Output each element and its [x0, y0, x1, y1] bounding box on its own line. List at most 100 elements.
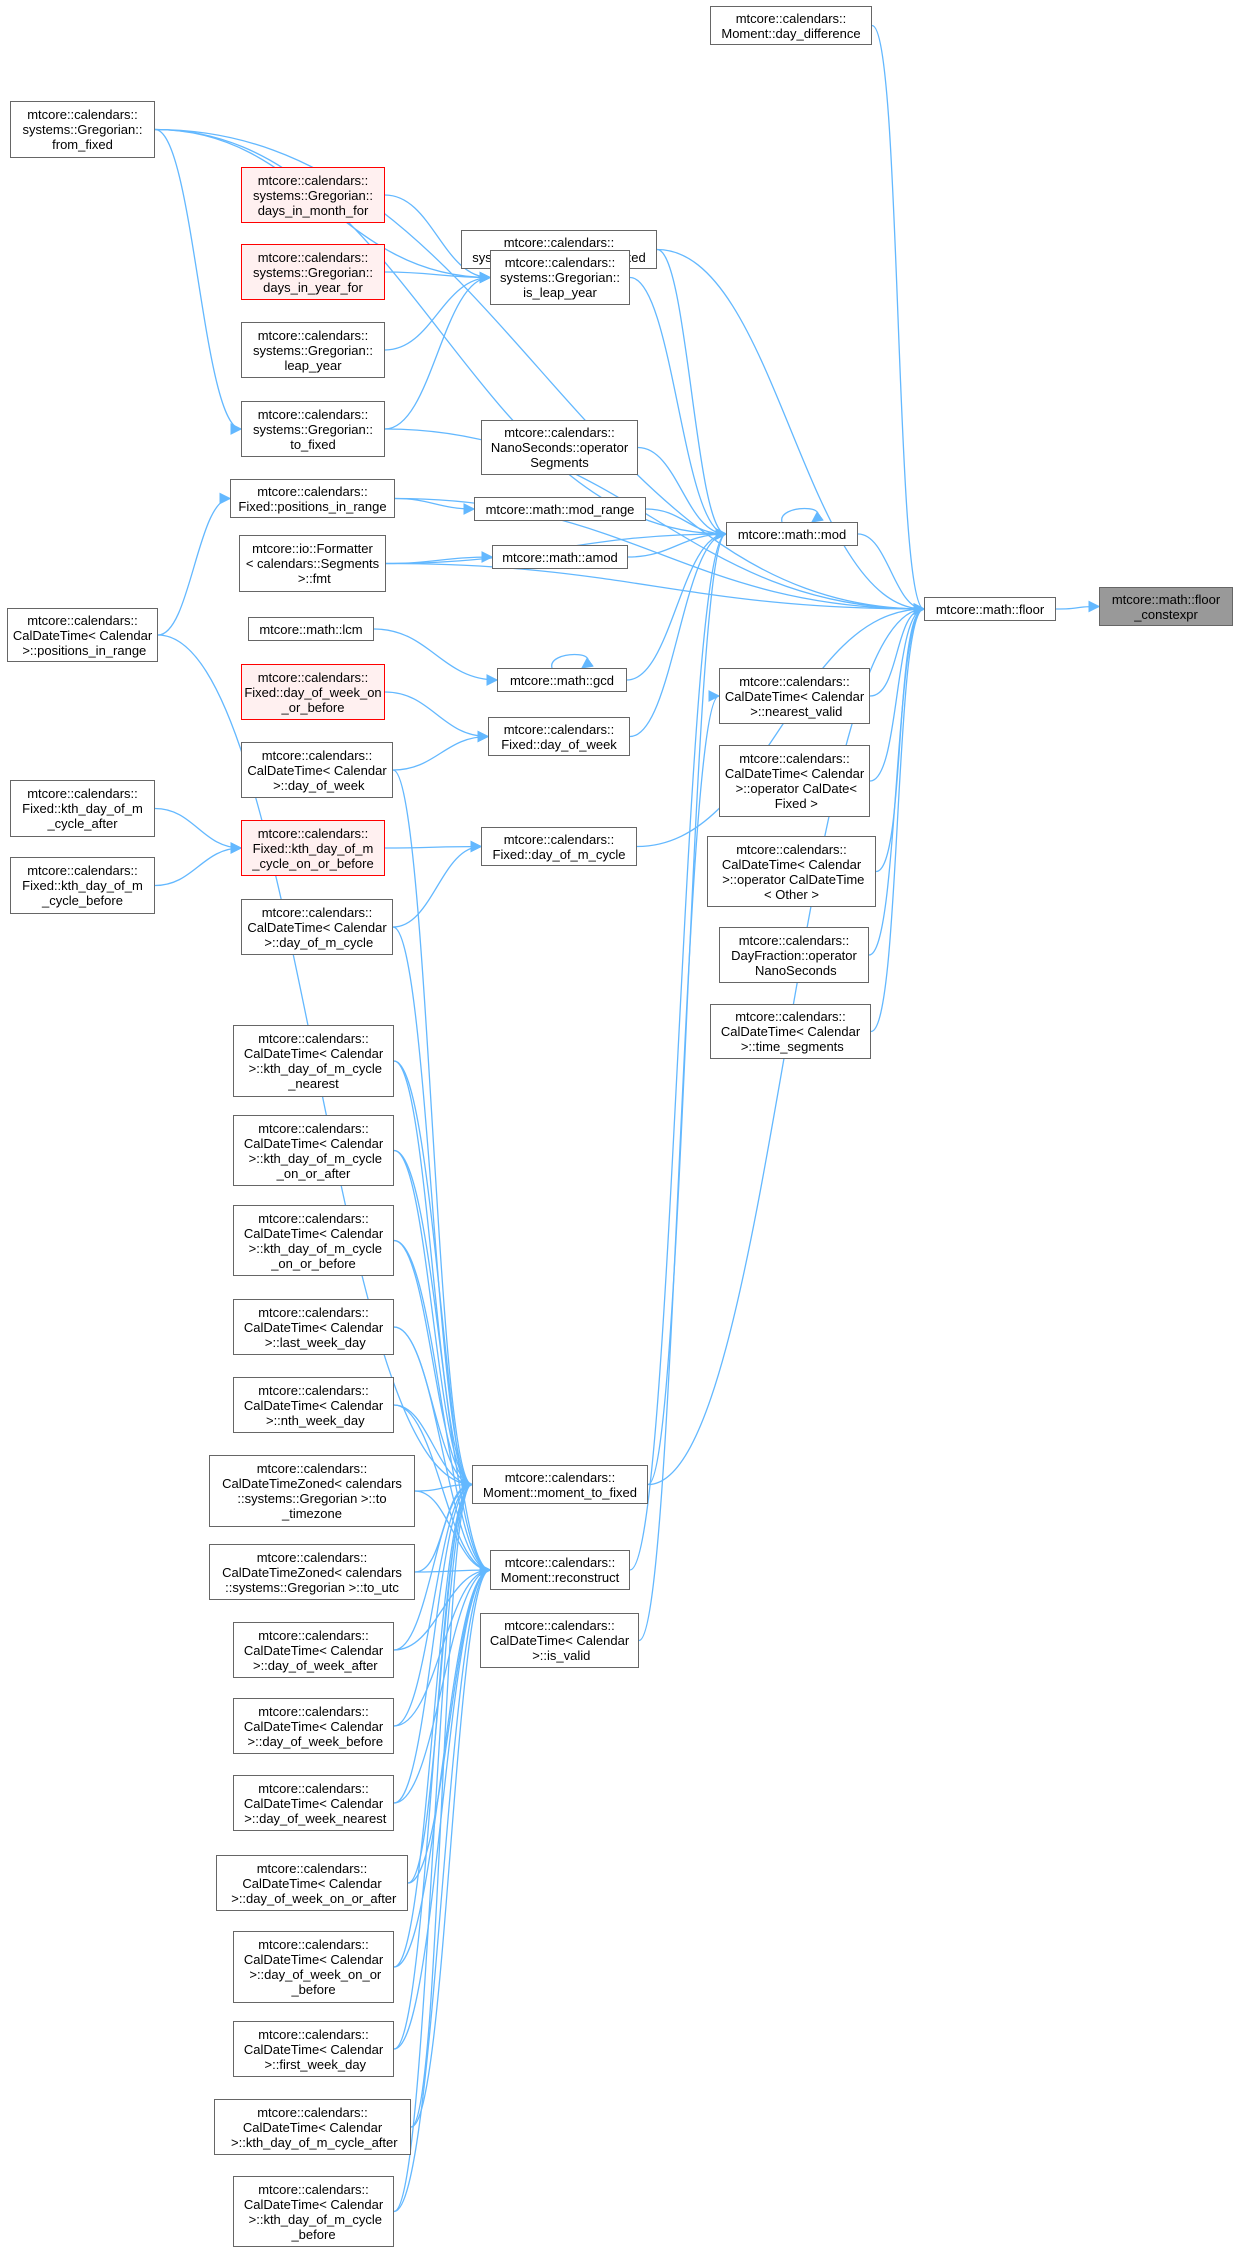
node-label-line: mtcore::calendars::	[27, 107, 138, 122]
node-lcm[interactable]: mtcore::math::lcm	[248, 617, 374, 641]
node-nanoseconds-operator-segments[interactable]: mtcore::calendars::NanoSeconds::operator…	[481, 420, 638, 475]
node-label-line: Moment::reconstruct	[500, 1570, 620, 1585]
node-caldatetime-day-of-week-on-or-after[interactable]: mtcore::calendars::CalDateTime< Calendar…	[216, 1855, 408, 1911]
node-label-line: CalDateTime< Calendar	[12, 627, 153, 643]
node-label-line: mtcore::calendars::	[503, 721, 615, 737]
node-caldatetime-day-of-week-nearest[interactable]: mtcore::calendars::CalDateTime< Calendar…	[233, 1775, 394, 1831]
edge-dow_after-to-reconstruct	[393, 1564, 492, 1651]
node-floor[interactable]: mtcore::math::floor	[924, 597, 1056, 621]
node-label-line: systems::Gregorian::	[500, 270, 620, 285]
node-gcd[interactable]: mtcore::math::gcd	[497, 668, 627, 692]
node-caldatetimezoned-to-timezone[interactable]: mtcore::calendars::CalDateTimeZoned< cal…	[209, 1455, 415, 1527]
node-caldatetime-day-of-week-before[interactable]: mtcore::calendars::CalDateTime< Calendar…	[233, 1698, 394, 1754]
node-caldatetime-day-of-week[interactable]: mtcore::calendars::CalDateTime< Calendar…	[241, 742, 393, 798]
edge-greg_from_fixed-to-greg_to_fixed	[154, 128, 243, 435]
node-gregorian-to-fixed[interactable]: mtcore::calendars::systems::Gregorian::t…	[241, 401, 385, 457]
node-label-line: >::nth_week_day	[262, 1412, 365, 1428]
node-label-line: CalDateTime< Calendar	[243, 1795, 384, 1811]
node-label-line: mtcore::calendars::	[504, 1469, 616, 1485]
node-label-line: Fixed::positions_in_range	[238, 498, 387, 514]
node-fixed-positions-in-range[interactable]: mtcore::calendars::Fixed::positions_in_r…	[230, 479, 395, 518]
node-caldatetime-kth-day-of-m-cycle-after[interactable]: mtcore::calendars::CalDateTime< Calendar…	[214, 2099, 411, 2155]
node-is-leap-year[interactable]: mtcore::calendars::systems::Gregorian::i…	[490, 250, 630, 305]
edge-kth_on_or_after2-to-moment_to_fixed	[393, 1149, 474, 1491]
node-fixed-day-of-m-cycle[interactable]: mtcore::calendars::Fixed::day_of_m_cycle	[481, 827, 637, 866]
node-days-in-year-for[interactable]: mtcore::calendars::systems::Gregorian::d…	[241, 244, 385, 300]
node-label-line: >::is_valid	[528, 1648, 591, 1663]
node-label-line: mtcore::calendars::	[258, 2026, 369, 2042]
node-moment-reconstruct[interactable]: mtcore::calendars::Moment::reconstruct	[490, 1550, 630, 1590]
node-label-line: mtcore::calendars::	[504, 425, 615, 440]
edge-dow_before-to-moment_to_fixed	[393, 1478, 474, 1727]
edge-last_week_day-to-reconstruct	[393, 1326, 492, 1576]
edge-is_leap_year-to-mod	[629, 276, 728, 540]
node-label-line: days_in_year_for	[263, 279, 363, 295]
node-gregorian-from-fixed[interactable]: mtcore::calendars::systems::Gregorian::f…	[10, 101, 155, 158]
node-day-difference[interactable]: mtcore::calendars::Moment::day_differenc…	[710, 6, 872, 45]
node-label-line: mtcore::calendars::	[503, 831, 615, 847]
node-label-line: >::nearest_valid	[746, 703, 843, 719]
node-label-line: < calendars::Segments	[245, 556, 380, 571]
node-caldatetime-time-segments[interactable]: mtcore::calendars::CalDateTime< Calendar…	[710, 1004, 871, 1059]
node-caldatetime-day-of-week-on-or-before[interactable]: mtcore::calendars::CalDateTime< Calendar…	[233, 1931, 394, 2003]
node-caldatetime-nth-week-day[interactable]: mtcore::calendars::CalDateTime< Calendar…	[233, 1377, 394, 1433]
node-label-line: >::kth_day_of_m_cycle	[245, 1061, 382, 1076]
node-label-line: days_in_month_for	[257, 202, 369, 218]
node-label-line: _before	[291, 2226, 336, 2242]
node-label-line: CalDateTimeZoned< calendars	[222, 1564, 402, 1580]
node-label-line: Fixed::day_of_m_cycle	[492, 846, 626, 862]
node-caldatetime-kth-day-of-m-cycle-nearest[interactable]: mtcore::calendars::CalDateTime< Calendar…	[233, 1025, 394, 1097]
node-fixed-kth-day-of-m-cycle-after[interactable]: mtcore::calendars::Fixed::kth_day_of_m_c…	[10, 780, 155, 837]
node-label-line: CalDateTime< Calendar	[243, 1642, 384, 1658]
edge-lcm-to-gcd	[373, 628, 499, 686]
node-fixed-day-of-week-on-or-before[interactable]: mtcore::calendars::Fixed::day_of_week_on…	[241, 664, 385, 720]
node-label-line: CalDateTime< Calendar	[243, 1397, 384, 1413]
node-label-line: systems::Gregorian::	[253, 187, 373, 203]
node-label-line: CalDateTime< Calendar	[724, 688, 865, 704]
node-days-in-month-for[interactable]: mtcore::calendars::systems::Gregorian::d…	[241, 167, 385, 223]
edge-mod-to-mod	[781, 507, 824, 523]
node-amod[interactable]: mtcore::math::amod	[492, 545, 628, 569]
node-label-line: mtcore::math::amod	[502, 549, 618, 565]
node-fixed-day-of-week[interactable]: mtcore::calendars::Fixed::day_of_week	[488, 717, 630, 756]
edge-formatter_fmt-to-amod	[385, 551, 494, 565]
node-caldatetime-kth-day-of-m-cycle-on-or-before[interactable]: mtcore::calendars::CalDateTime< Calendar…	[233, 1205, 394, 1276]
node-caldatetime-operator-caldatetime[interactable]: mtcore::calendars::CalDateTime< Calendar…	[707, 836, 876, 907]
node-caldatetime-last-week-day[interactable]: mtcore::calendars::CalDateTime< Calendar…	[233, 1299, 394, 1355]
node-caldatetime-positions-in-range[interactable]: mtcore::calendars::CalDateTime< Calendar…	[7, 608, 158, 662]
node-label-line: mtcore::io::Formatter	[252, 541, 373, 556]
node-caldatetime-first-week-day[interactable]: mtcore::calendars::CalDateTime< Calendar…	[233, 2021, 394, 2077]
node-caldatetime-day-of-m-cycle[interactable]: mtcore::calendars::CalDateTime< Calendar…	[241, 899, 393, 955]
node-mod[interactable]: mtcore::math::mod	[726, 522, 858, 546]
node-label-line: _constexpr	[1134, 606, 1198, 622]
node-label-line: mtcore::calendars::	[258, 1780, 369, 1796]
node-caldatetimezoned-to-utc[interactable]: mtcore::calendars::CalDateTimeZoned< cal…	[209, 1544, 415, 1600]
edge-kth_after2-to-reconstruct	[410, 1564, 492, 2128]
node-fixed-kth-day-of-m-cycle-on-or-before[interactable]: mtcore::calendars::Fixed::kth_day_of_m_c…	[241, 820, 385, 876]
node-label-line: mtcore::calendars::	[257, 483, 368, 499]
node-label-line: CalDateTime< Calendar	[243, 1319, 384, 1335]
node-caldatetime-day-of-week-after[interactable]: mtcore::calendars::CalDateTime< Calendar…	[233, 1622, 394, 1678]
node-label-line: systems::Gregorian::	[22, 122, 143, 137]
node-label-line: Fixed::day_of_week	[501, 736, 617, 752]
node-caldatetime-nearest-valid[interactable]: mtcore::calendars::CalDateTime< Calendar…	[719, 668, 870, 724]
edge-kth_before2-to-reconstruct	[393, 1564, 492, 2213]
edge-kth_nearest-to-moment_to_fixed	[393, 1060, 474, 1491]
node-label-line: >::day_of_week_before	[243, 1733, 384, 1749]
node-dayfraction-operator-nanoseconds[interactable]: mtcore::calendars::DayFraction::operator…	[719, 927, 869, 983]
node-label-line: _nearest	[288, 1076, 339, 1091]
node-label-line: mtcore::calendars::	[258, 2181, 369, 2197]
node-caldatetime-operator-caldate[interactable]: mtcore::calendars::CalDateTime< Calendar…	[719, 745, 870, 817]
node-label-line: _on_or_after	[276, 1165, 351, 1181]
node-leap-year[interactable]: mtcore::calendars::systems::Gregorian::l…	[241, 322, 385, 378]
node-fixed-kth-day-of-m-cycle-before[interactable]: mtcore::calendars::Fixed::kth_day_of_m_c…	[10, 857, 155, 914]
node-mod-range[interactable]: mtcore::math::mod_range	[474, 497, 646, 521]
node-caldatetime-kth-day-of-m-cycle-before[interactable]: mtcore::calendars::CalDateTime< Calendar…	[233, 2176, 394, 2247]
node-formatter-fmt[interactable]: mtcore::io::Formatter< calendars::Segmen…	[239, 535, 386, 592]
node-label-line: mtcore::calendars::	[256, 1549, 368, 1565]
node-caldatetime-kth-day-of-m-cycle-on-or-after[interactable]: mtcore::calendars::CalDateTime< Calendar…	[233, 1115, 394, 1186]
node-moment-to-fixed[interactable]: mtcore::calendars::Moment::moment_to_fix…	[472, 1465, 648, 1504]
node-label-line: < Other >	[764, 886, 819, 902]
node-label-line: mtcore::calendars::	[258, 1382, 369, 1398]
node-caldatetime-is-valid[interactable]: mtcore::calendars::CalDateTime< Calendar…	[480, 1613, 639, 1668]
